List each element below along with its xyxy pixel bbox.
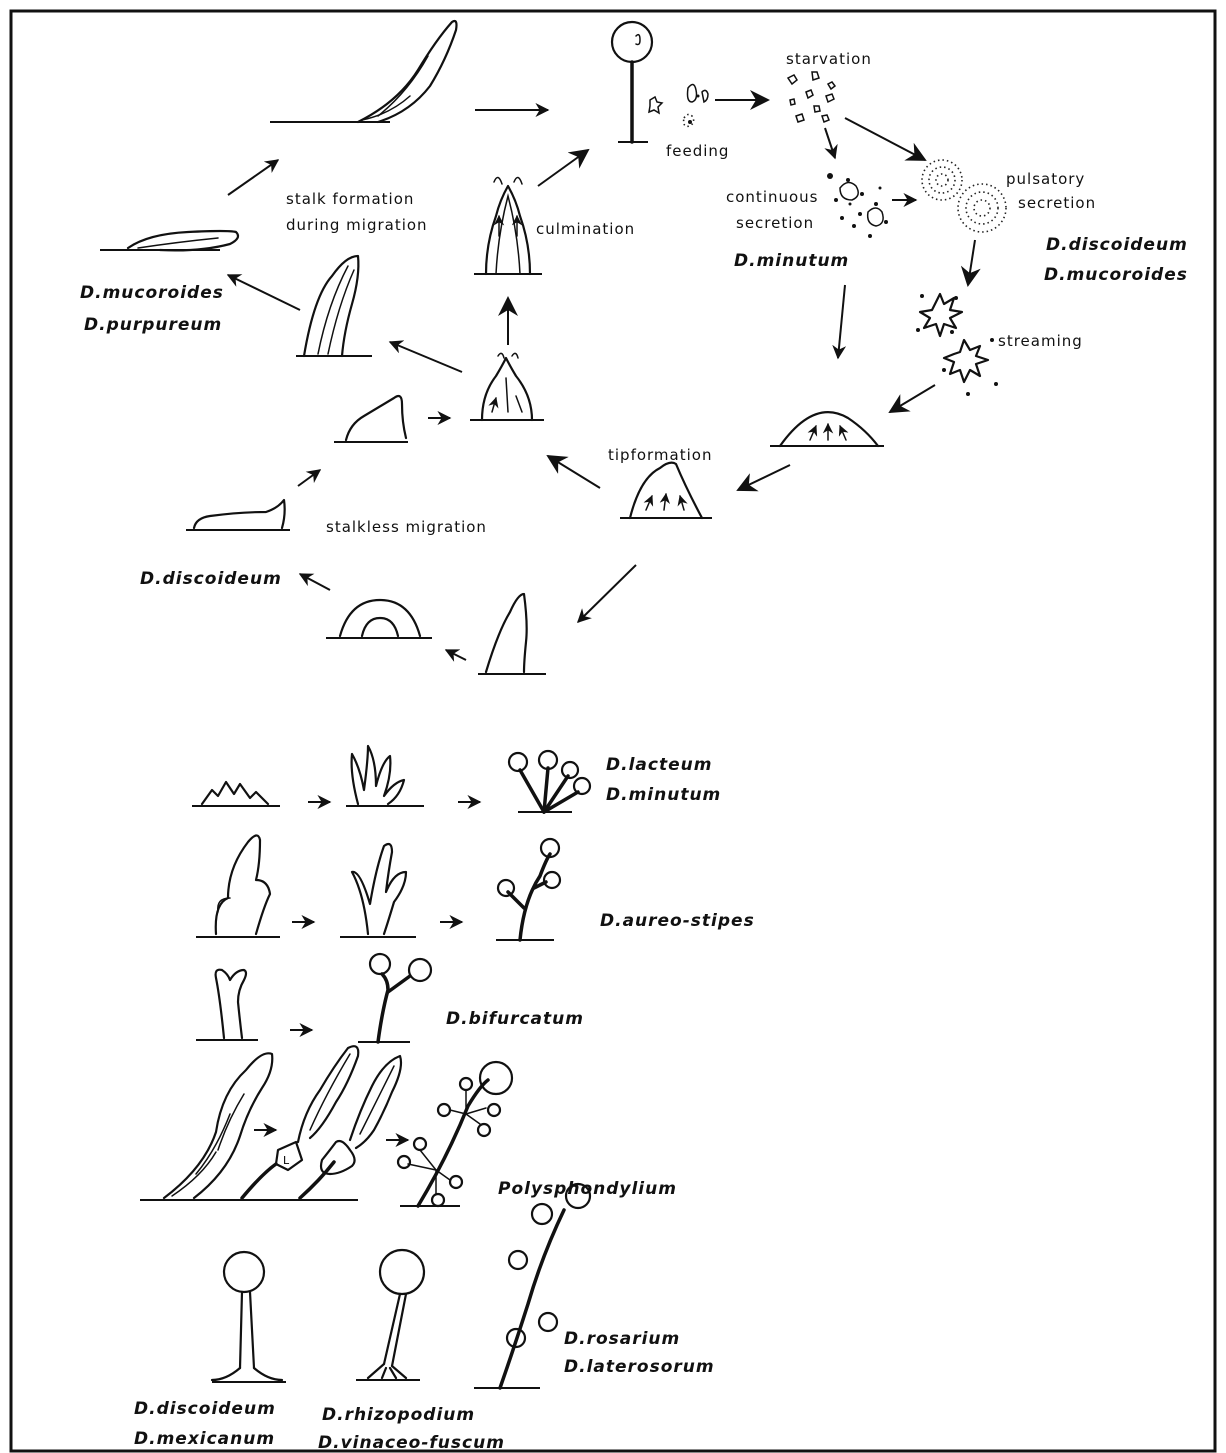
arrow-tip-finger: [578, 565, 636, 622]
species-purpureum: D.purpureum: [84, 315, 222, 335]
lying-slug-left: [100, 231, 238, 250]
bifurcatum-slug: [196, 970, 258, 1040]
species-minutum-1: D.minutum: [734, 251, 849, 271]
flat-slug: [186, 500, 290, 530]
tipped-mound: [620, 463, 712, 518]
species-polysphondylium: Polysphondylium: [498, 1179, 677, 1199]
species-rosarium: D.rosarium: [564, 1329, 680, 1349]
feeding-amoebae: [649, 84, 708, 126]
species-discoideum-1: D.discoideum: [1046, 235, 1188, 255]
species-discoideum-3: D.discoideum: [134, 1399, 276, 1419]
arrow-dome-flat: [300, 574, 330, 590]
label-continuous: continuous: [726, 188, 819, 206]
streaming-aggregates: [916, 294, 998, 396]
arrow-continuous-mound: [838, 285, 845, 358]
lacteum-mounds: [192, 782, 280, 806]
mound: [770, 412, 884, 446]
species-laterosorum: D.laterosorum: [564, 1357, 715, 1377]
arrow-finger-dome: [446, 650, 466, 660]
poly-slug-1: [140, 1053, 272, 1200]
arrow-flat-small: [298, 470, 320, 486]
arrow-pulsatory-streaming: [968, 240, 975, 285]
label-pulsatory: pulsatory: [1006, 170, 1085, 188]
arrow-tall-lying: [228, 275, 300, 310]
arrow-starvation-continuous: [825, 128, 835, 158]
aureo-slug-1: [196, 835, 280, 937]
label-pulsatory-secretion: secretion: [1018, 194, 1096, 212]
species-mexicanum: D.mexicanum: [134, 1429, 275, 1449]
species-mucoroides-1: D.mucoroides: [80, 283, 224, 303]
small-slug: [334, 396, 408, 442]
continuous-secretion-cluster: [827, 173, 888, 238]
tall-slug: [296, 256, 372, 356]
svg-text:L: L: [283, 1154, 290, 1167]
label-starvation: starvation: [786, 50, 872, 68]
label-stalkless-migration: stalkless migration: [326, 518, 487, 536]
lacteum-fingers: [346, 746, 424, 806]
species-bifurcatum: D.bifurcatum: [446, 1009, 584, 1029]
species-mucoroides-2: D.mucoroides: [1044, 265, 1188, 285]
species-lacteum: D.lacteum: [606, 755, 712, 775]
fruiting-body-top: [612, 22, 652, 142]
pulsatory-secretion-waves: [922, 160, 1006, 232]
poly-slug-3: [282, 1056, 401, 1200]
arrow-mound-tip: [738, 465, 790, 490]
standing-slug: [470, 353, 544, 420]
discoideum-fruiting: [212, 1252, 286, 1382]
species-aureo-stipes: D.aureo-stipes: [600, 911, 755, 931]
culmination-stage: [474, 177, 542, 274]
species-minutum-2: D.minutum: [606, 785, 721, 805]
bifurcatum-fruiting: [358, 954, 431, 1042]
label-stalk-formation: stalk formation: [286, 190, 414, 208]
dome-slug: [326, 600, 432, 638]
arrow-streaming-mound: [890, 385, 935, 412]
label-streaming: streaming: [998, 332, 1083, 350]
species-vinaceo-fuscum: D.vinaceo-fuscum: [318, 1433, 505, 1453]
species-rhizopodium: D.rhizopodium: [322, 1405, 475, 1425]
label-continuous-secretion: secretion: [736, 214, 814, 232]
label-during-migration: during migration: [286, 216, 428, 234]
poly-fruiting: [398, 1062, 512, 1206]
arrow-culmination-fruit: [538, 150, 588, 186]
migrating-slug-stalk: [270, 21, 457, 122]
aureo-slug-2: [340, 844, 416, 937]
label-tipformation: tipformation: [608, 446, 712, 464]
arrow-starvation-pulsatory: [845, 118, 925, 160]
arrow-lying-slug: [228, 160, 278, 195]
label-culmination: culmination: [536, 220, 635, 238]
arrow-tip-standing: [548, 456, 600, 488]
species-discoideum-2: D.discoideum: [140, 569, 282, 589]
starvation-cells: [788, 72, 835, 122]
arrow-standing-slug: [390, 342, 462, 372]
lacteum-fruiting: [509, 751, 590, 812]
rhizopodium-fruiting: [356, 1250, 424, 1380]
finger-slug: [478, 594, 546, 674]
aureo-fruiting: [496, 839, 560, 940]
label-feeding: feeding: [666, 142, 729, 160]
